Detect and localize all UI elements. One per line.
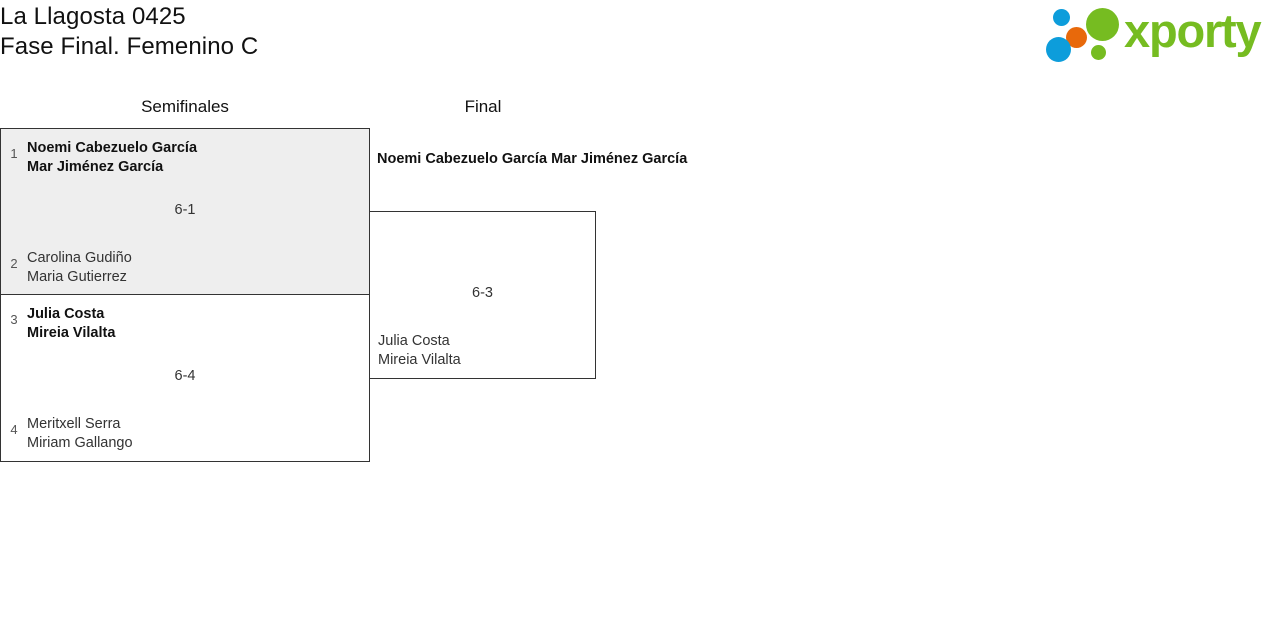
team-slot-top[interactable]: Julia Costa Mireia Vilalta (27, 305, 115, 343)
player-name: Julia Costa (27, 306, 105, 322)
player-name: Maria Gutierrez (27, 269, 127, 285)
logo-wordmark: xporty (1124, 4, 1262, 57)
player-name: Mireia Vilalta (378, 352, 461, 368)
match-score: 6-4 (174, 368, 196, 384)
player-name: Meritxell Serra (27, 416, 121, 432)
round-header-final: Final (464, 97, 502, 116)
tournament-name: La Llagosta 0425 (0, 3, 186, 30)
player-name: Mar Jiménez García (551, 151, 688, 167)
player-name: Julia Costa (378, 333, 450, 349)
player-name: Miriam Gallango (27, 435, 133, 451)
logo-dot-green-small-icon (1091, 45, 1106, 60)
logo-dot-blue-small-icon (1053, 9, 1070, 26)
player-name: Carolina Gudiño (27, 250, 132, 266)
match-final[interactable]: 6-3 Julia Costa Mireia Vilalta (369, 211, 596, 379)
page-title: La Llagosta 0425 Fase Final. Femenino C (0, 2, 258, 62)
final-winner-label[interactable]: Noemi Cabezuelo García Mar Jiménez Garcí… (377, 150, 687, 169)
xporty-logo[interactable]: xporty (1040, 2, 1272, 64)
round-header-semifinales: Semifinales (141, 97, 229, 116)
logo-dots-icon (1044, 2, 1130, 64)
seed-number: 2 (10, 256, 18, 271)
match-score: 6-1 (174, 202, 196, 218)
match-semifinal-2[interactable]: 3 Julia Costa Mireia Vilalta 6-4 4 Merit… (0, 294, 370, 462)
player-name: Mireia Vilalta (27, 325, 116, 341)
team-slot-bottom[interactable]: Carolina Gudiño Maria Gutierrez (27, 249, 132, 287)
team-slot-bottom[interactable]: Meritxell Serra Miriam Gallango (27, 415, 133, 453)
page-header: La Llagosta 0425 Fase Final. Femenino C … (0, 0, 1280, 86)
player-name: Noemi Cabezuelo García (377, 151, 548, 167)
team-slot-bottom[interactable]: Julia Costa Mireia Vilalta (378, 332, 461, 370)
player-name: Noemi Cabezuelo García (27, 140, 198, 156)
match-score: 6-3 (472, 285, 493, 301)
match-semifinal-1[interactable]: 1 Noemi Cabezuelo García Mar Jiménez Gar… (0, 128, 370, 295)
player-name: Mar Jiménez García (27, 159, 164, 175)
seed-number: 3 (10, 312, 18, 327)
logo-dot-blue-large-icon (1046, 37, 1071, 62)
team-slot-top[interactable]: Noemi Cabezuelo García Mar Jiménez Garcí… (27, 139, 197, 177)
logo-dot-orange-icon (1066, 27, 1087, 48)
logo-dot-green-large-icon (1086, 8, 1119, 41)
tournament-phase: Fase Final. Femenino C (0, 33, 259, 60)
seed-number: 4 (10, 422, 18, 437)
seed-number: 1 (10, 146, 18, 161)
